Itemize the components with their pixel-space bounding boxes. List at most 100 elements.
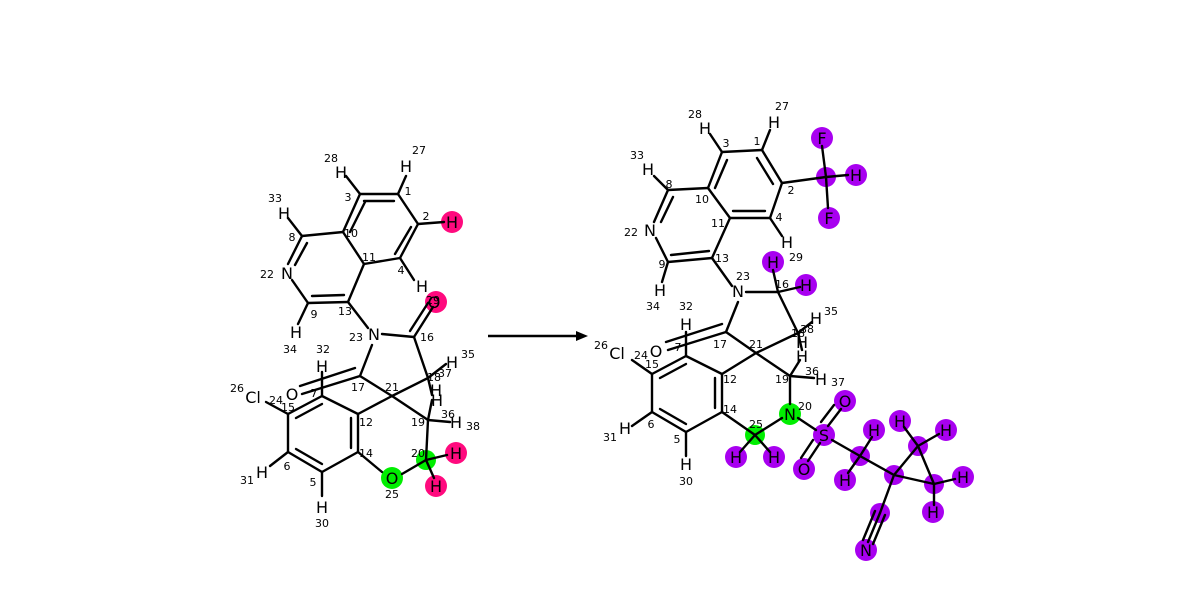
atom-o1: O <box>839 392 852 411</box>
atom-index-label: 22 <box>624 226 638 239</box>
atom-index-label: 23 <box>349 331 363 344</box>
highlight-s <box>813 424 835 446</box>
atom-n23: N <box>732 282 744 301</box>
atom-hi: H <box>927 503 939 522</box>
atom-h2: H <box>446 213 458 232</box>
atom-index-label: 12 <box>359 416 373 429</box>
highlight-h2 <box>441 211 463 233</box>
atom-f1: F <box>817 129 826 148</box>
atom-h38: H <box>796 333 808 352</box>
reaction-arrow <box>488 331 588 341</box>
atom-index-label: 20 <box>798 400 812 413</box>
atom-h31: H <box>619 419 631 438</box>
highlight-hh <box>952 466 974 488</box>
atom-index-label: 21 <box>749 338 763 351</box>
atom-o29: O <box>428 293 441 312</box>
atom-h35: H <box>446 353 458 372</box>
atom-index-label: 36 <box>805 365 819 378</box>
atom-index-label: 30 <box>315 517 329 530</box>
atom-index-label: 7 <box>675 341 682 354</box>
atom-h35: H <box>810 309 822 328</box>
atom-hd: H <box>868 421 880 440</box>
atom-index-label: 38 <box>466 420 480 433</box>
atom-h33: H <box>278 204 290 223</box>
highlight-h29top <box>762 251 784 273</box>
product-molecule: H H F H H F N H H H H N H H Cl O H H H O… <box>594 100 974 561</box>
atom-index-label: 19 <box>411 416 425 429</box>
atom-index-label: 34 <box>646 300 660 313</box>
atom-index-label: 3 <box>345 191 352 204</box>
atom-index-label: 10 <box>695 193 709 206</box>
atom-index-label: 27 <box>775 100 789 113</box>
atom-index-label: 5 <box>310 476 317 489</box>
atom-h32: H <box>680 315 692 334</box>
atom-index-label: 2 <box>423 210 430 223</box>
highlight-nn <box>855 539 877 561</box>
atom-index-label: 13 <box>338 305 352 318</box>
highlight-h20b <box>425 475 447 497</box>
atom-index-label: 15 <box>281 401 295 414</box>
atom-index-label: 28 <box>688 108 702 121</box>
atom-h27: H <box>768 113 780 132</box>
atom-h28: H <box>699 119 711 138</box>
atom-h38: H <box>450 413 462 432</box>
atom-h16: H <box>800 276 812 295</box>
atom-index-label: 24 <box>269 394 283 407</box>
highlight-n20 <box>779 403 801 425</box>
atom-index-label: 4 <box>398 264 405 277</box>
atom-index-label: 16 <box>775 278 789 291</box>
atom-h20a: H <box>450 444 462 463</box>
highlight-h16 <box>795 274 817 296</box>
highlight-o29 <box>425 291 447 313</box>
atom-index-label: 3 <box>723 137 730 150</box>
atom-index-label: 17 <box>713 338 727 351</box>
atom-index-label: 25 <box>749 418 763 431</box>
atom-index-label: 14 <box>723 403 737 416</box>
atom-index-label: 29 <box>426 294 440 307</box>
atom-index-label: 11 <box>711 217 725 230</box>
atom-h32: H <box>316 357 328 376</box>
atom-index-label: 23 <box>736 270 750 283</box>
atom-h28: H <box>335 163 347 182</box>
atom-n23: N <box>368 325 380 344</box>
highlight-o25 <box>381 467 403 489</box>
atom-index-label: 21 <box>385 381 399 394</box>
atom-hh: H <box>957 468 969 487</box>
atom-h30: H <box>316 498 328 517</box>
atom-index-label: 19 <box>775 373 789 386</box>
atom-index-label: 32 <box>679 300 693 313</box>
atom-index-label: 36 <box>441 408 455 421</box>
atom-nn: N <box>860 541 872 560</box>
atom-h27: H <box>400 157 412 176</box>
highlight-hc <box>845 164 867 186</box>
atom-h37: H <box>815 370 827 389</box>
atom-hg: H <box>839 471 851 490</box>
atom-index-label: 1 <box>754 135 761 148</box>
atom-index-label: 29 <box>789 251 803 264</box>
atom-index-label: 18 <box>791 327 805 340</box>
highlight-hg <box>834 469 856 491</box>
atom-index-label: 33 <box>268 192 282 205</box>
atom-index-label: 26 <box>594 339 608 352</box>
atom-h37: H <box>430 381 442 400</box>
atom-index-label: 5 <box>674 433 681 446</box>
reactant-highlights <box>381 211 467 497</box>
atom-index-label: 17 <box>351 381 365 394</box>
atom-h4: H <box>781 233 793 252</box>
reactant-atom-indices: 27 28 1 3 33 8 10 2 22 11 4 13 9 29 34 2… <box>230 144 480 530</box>
atom-index-label: 25 <box>385 488 399 501</box>
atom-index-label: 18 <box>427 371 441 384</box>
atom-h29top: H <box>767 253 779 272</box>
atom-n20: N <box>784 405 796 424</box>
highlight-hf <box>935 419 957 441</box>
atom-n22: N <box>644 221 656 240</box>
atom-index-label: 9 <box>311 308 318 321</box>
atom-index-label: 20 <box>411 447 425 460</box>
atom-index-label: 8 <box>666 178 673 191</box>
highlight-o1 <box>834 390 856 412</box>
atom-index-label: 11 <box>362 251 376 264</box>
atom-index-label: 6 <box>284 460 291 473</box>
atom-h30: H <box>680 455 692 474</box>
atom-h34: H <box>654 281 666 300</box>
atom-h33: H <box>642 160 654 179</box>
